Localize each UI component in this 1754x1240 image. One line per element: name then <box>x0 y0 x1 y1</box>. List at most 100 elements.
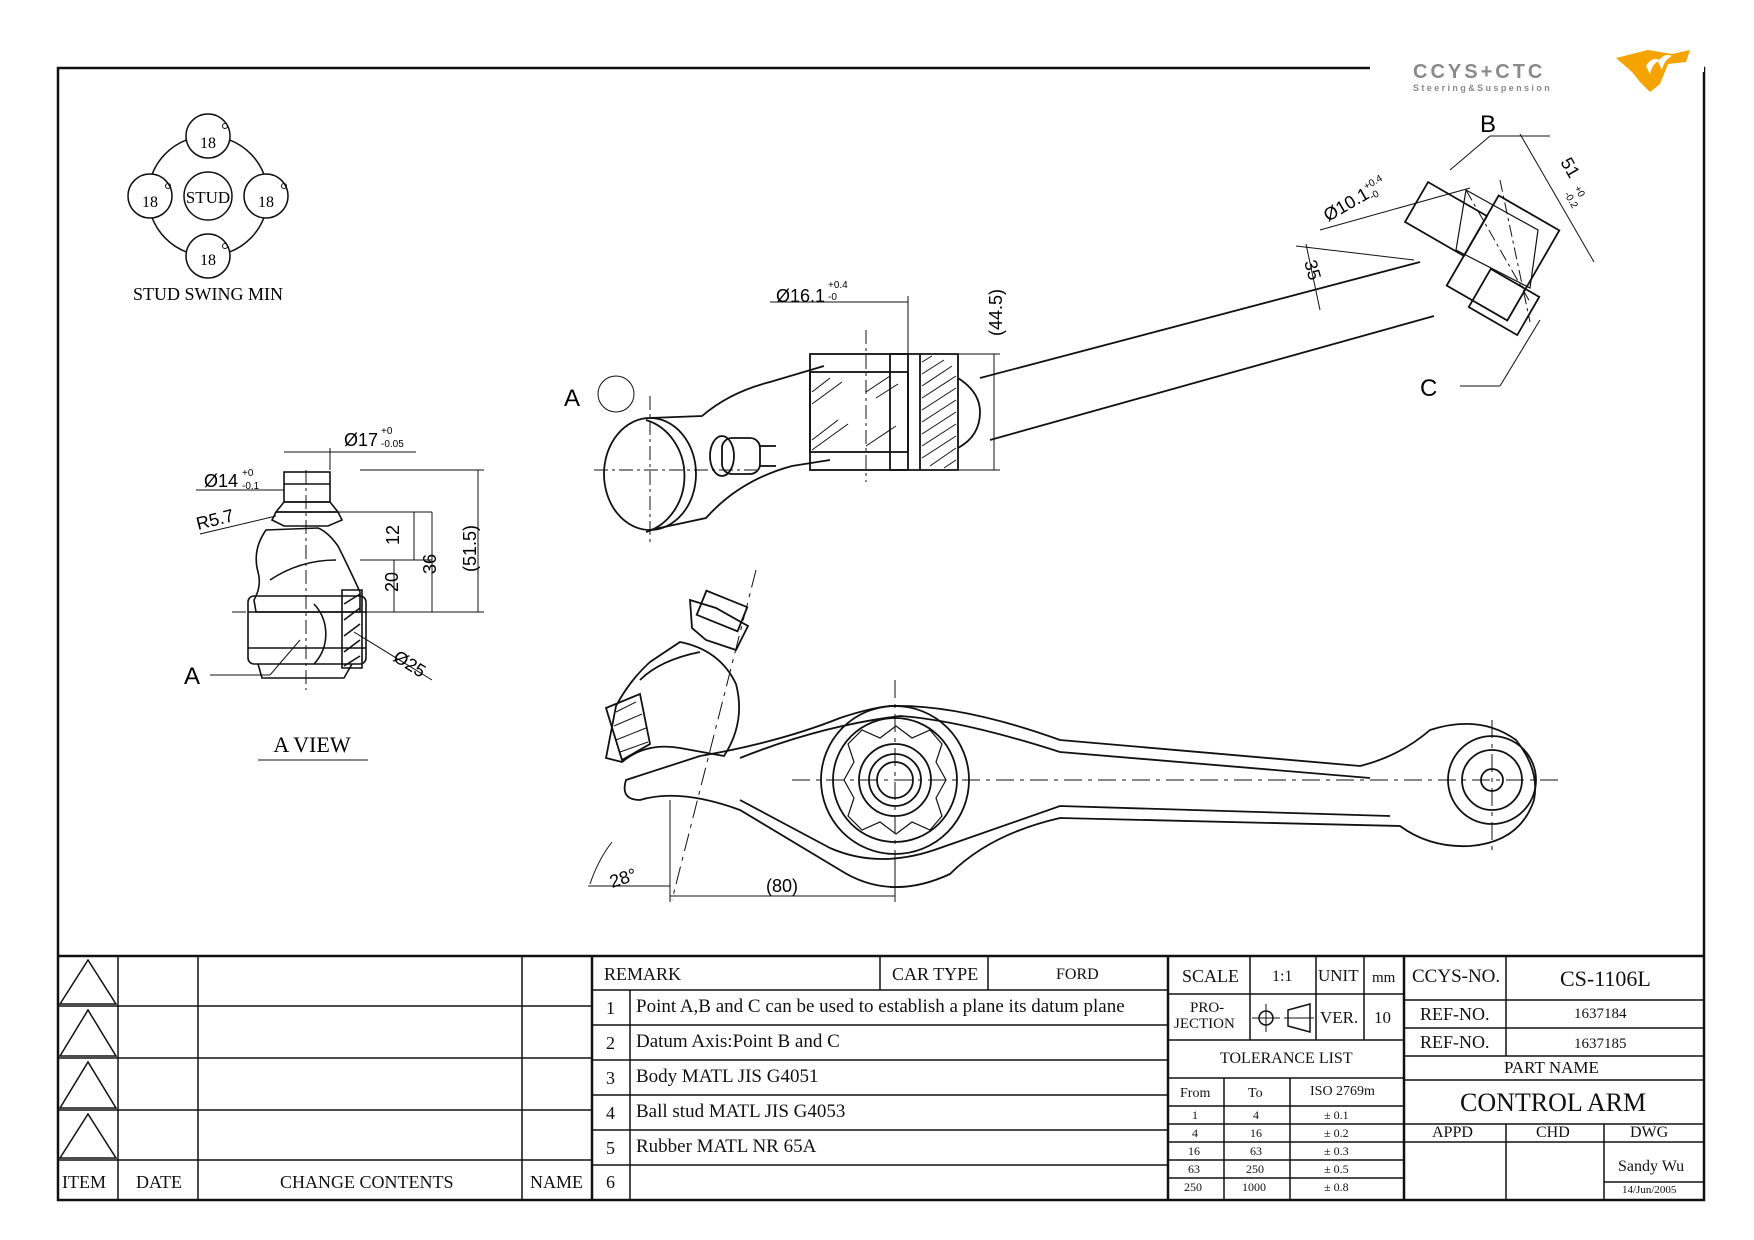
dim-h36: 36 <box>420 554 440 574</box>
dim-d101: Ø10.1 <box>1320 184 1372 226</box>
dwg-label: DWG <box>1630 1124 1669 1141</box>
dim-h445: (44.5) <box>986 289 1006 336</box>
tol-from-3: 16 <box>1188 1144 1200 1158</box>
dim-d161-tol-up: +0.4 <box>828 280 848 291</box>
car-type-label: CAR TYPE <box>892 964 979 984</box>
dim-h12: 12 <box>383 525 403 545</box>
ccys-no-value: CS-1106L <box>1560 966 1651 991</box>
stud-angle-top: 18 <box>200 135 216 152</box>
a-view-caption: A VIEW <box>273 732 350 757</box>
dim-d161-tol-dn: -0 <box>828 292 837 303</box>
dim-a35: 35 <box>1300 258 1325 283</box>
scale-label: SCALE <box>1182 966 1240 986</box>
dim-w51-tol-up: +0 <box>1571 184 1586 200</box>
part-name-label: PART NAME <box>1504 1058 1599 1077</box>
remark-text-5: Rubber MATL NR 65A <box>636 1136 817 1157</box>
remark-text-2: Datum Axis:Point B and C <box>636 1031 840 1052</box>
logo-brand-text: CCYS+CTC <box>1413 61 1545 83</box>
remark-no-4: 4 <box>606 1103 615 1123</box>
ccys-no-label: CCYS-NO. <box>1412 966 1501 987</box>
tol-from-4: 63 <box>1188 1162 1200 1176</box>
stud-angle-right: 18 <box>258 194 274 211</box>
bottom-view-dimensions <box>588 800 896 902</box>
stud-label: STUD <box>186 188 230 207</box>
unit-label: UNIT <box>1318 966 1359 985</box>
dim-h515: (51.5) <box>460 525 480 572</box>
tol-value-3: ± 0.3 <box>1324 1144 1349 1158</box>
ver-label: VER. <box>1320 1008 1359 1027</box>
remark-header: REMARK <box>604 964 682 984</box>
remark-no-2: 2 <box>606 1033 615 1053</box>
bottom-view-drawing <box>604 569 1560 901</box>
ref-no-value-1: 1637184 <box>1574 1006 1627 1022</box>
tol-to-4: 250 <box>1246 1162 1264 1176</box>
remark-no-5: 5 <box>606 1138 615 1158</box>
dim-h20: 20 <box>382 572 402 592</box>
tolerance-header-from: From <box>1180 1086 1211 1101</box>
tol-value-2: ± 0.2 <box>1324 1126 1349 1140</box>
unit-value: mm <box>1372 970 1396 986</box>
ref-no-label-2: REF-NO. <box>1420 1032 1490 1052</box>
remark-text-1: Point A,B and C can be used to establish… <box>636 996 1125 1017</box>
dwg-date: 14/Jun/2005 <box>1622 1184 1677 1196</box>
dim-d17-tol-dn: -0.05 <box>381 439 404 450</box>
top-view-point-b: B <box>1480 111 1496 138</box>
tol-to-3: 63 <box>1250 1144 1262 1158</box>
dwg-name: Sandy Wu <box>1618 1158 1685 1175</box>
stud-angle-bottom: 18 <box>200 252 216 269</box>
dim-d14-tol-up: +0 <box>242 468 254 479</box>
dim-w51: 51 <box>1557 154 1584 181</box>
ref-no-value-2: 1637185 <box>1574 1036 1627 1052</box>
drawing-frame <box>56 66 1706 1202</box>
tol-from-2: 4 <box>1192 1126 1198 1140</box>
dim-r57: R5.7 <box>194 505 236 534</box>
a-view-dimensions <box>196 448 484 761</box>
top-view-dimensions <box>597 133 1595 471</box>
tol-value-4: ± 0.5 <box>1324 1162 1349 1176</box>
projection-label-2: JECTION <box>1174 1016 1235 1032</box>
stud-swing-diagram <box>127 113 289 279</box>
car-type-value: FORD <box>1056 966 1099 983</box>
tol-to-5: 1000 <box>1242 1180 1266 1194</box>
remark-no-3: 3 <box>606 1068 615 1088</box>
tol-value-1: ± 0.1 <box>1324 1108 1349 1122</box>
header-name: NAME <box>530 1172 583 1192</box>
projection-label-1: PRO- <box>1190 1000 1225 1016</box>
tol-to-2: 16 <box>1250 1126 1262 1140</box>
logo-tagline-text: Steering&Suspension <box>1413 83 1552 93</box>
dim-d25: Ø25 <box>390 646 429 681</box>
dim-length-80: (80) <box>766 876 798 896</box>
title-block-grid <box>58 954 1704 1200</box>
stud-swing-caption: STUD SWING MIN <box>133 284 283 304</box>
chd-label: CHD <box>1536 1124 1570 1141</box>
dim-d17-tol-up: +0 <box>381 426 393 437</box>
projection-symbol-icon <box>1252 1003 1314 1033</box>
tol-from-1: 1 <box>1192 1108 1198 1122</box>
remark-text-3: Body MATL JIS G4051 <box>636 1066 819 1087</box>
dim-angle-28: 28° <box>607 864 639 891</box>
appd-label: APPD <box>1432 1124 1473 1141</box>
stud-angle-left: 18 <box>142 194 158 211</box>
ref-no-label-1: REF-NO. <box>1420 1004 1490 1024</box>
top-view-drawing <box>594 179 1561 542</box>
company-logo: CCYS+CTC Steering&Suspension <box>1413 50 1690 93</box>
scale-value: 1:1 <box>1272 968 1293 985</box>
dim-d14-tol-dn: -0.1 <box>242 481 260 492</box>
a-view-drawing <box>232 470 370 690</box>
remark-no-6: 6 <box>606 1172 615 1192</box>
header-item: ITEM <box>62 1172 106 1192</box>
a-view-point-a: A <box>184 663 200 690</box>
remark-text-4: Ball stud MATL JIS G4053 <box>636 1101 846 1122</box>
tol-to-1: 4 <box>1253 1108 1259 1122</box>
dim-d17: Ø17 <box>344 430 378 450</box>
ver-value: 10 <box>1374 1008 1391 1027</box>
tolerance-header-iso: ISO 2769m <box>1310 1084 1375 1099</box>
part-name-value: CONTROL ARM <box>1460 1088 1647 1117</box>
tolerance-title: TOLERANCE LIST <box>1220 1050 1353 1067</box>
tol-from-5: 250 <box>1184 1180 1202 1194</box>
header-change-contents: CHANGE CONTENTS <box>280 1172 454 1192</box>
header-date: DATE <box>136 1172 182 1192</box>
dim-d14: Ø14 <box>204 471 238 491</box>
dim-d161: Ø16.1 <box>776 286 825 306</box>
